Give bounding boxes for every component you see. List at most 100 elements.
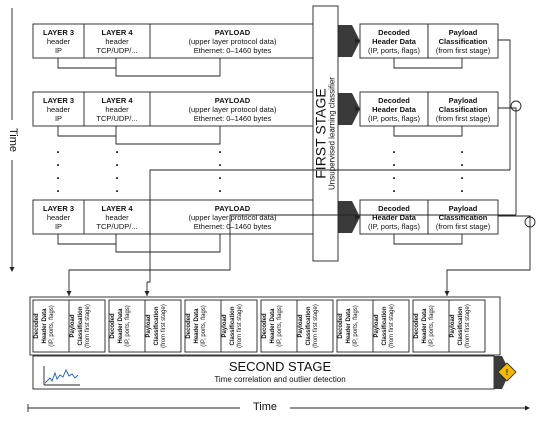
ellipsis-dot: .	[460, 181, 464, 195]
group-3-classification-cell-line3: (from first stage)	[237, 304, 243, 348]
group-5-classification-cell-title: Payload	[374, 314, 380, 338]
time-axis-horizontal-label: Time	[240, 401, 290, 414]
group-2-classification-cell-line2: Classification	[153, 306, 160, 346]
row-2-output-arrow	[338, 93, 360, 125]
row-3-classification-cell-line3: (from first stage)	[435, 222, 491, 231]
row-2-payload-cell-title: PAYLOAD	[214, 96, 251, 105]
route-row2-right	[498, 107, 517, 215]
alert-diamond-icon	[497, 362, 517, 382]
ellipsis-dot: .	[392, 168, 396, 182]
ellipsis-dot: .	[392, 155, 396, 169]
row-1-layer3-cell-line2: header	[46, 37, 71, 46]
group-1-classification-cell-line3: (from first stage)	[85, 304, 91, 348]
group-3-decoded-cell-title: Decoded	[186, 313, 192, 339]
row-1-payload-cell: PAYLOAD(upper layer protocol data)Ethern…	[150, 28, 315, 62]
row-1-payload-cell-title: PAYLOAD	[214, 28, 251, 37]
row-3-layer4-cell-line3: TCP/UDP/...	[96, 222, 138, 231]
row-1-layer3-cell-line3: IP	[54, 46, 63, 55]
row-2-layer4-cell-line2: header	[105, 105, 129, 114]
row-1-layer3-cell-title: LAYER 3	[43, 28, 74, 37]
second-stage-title: SECOND STAGE	[228, 359, 332, 374]
ellipsis-dot: .	[115, 142, 119, 156]
ellipsis-dot: .	[218, 155, 222, 169]
row-2-result-bracket	[393, 126, 463, 137]
row-1-classification-frame	[427, 23, 499, 59]
arrow-into-group-6	[444, 291, 450, 296]
row-2-payload-cell-line3: Ethernet: 0–1460 bytes	[193, 114, 272, 123]
arrow-row1-in	[355, 38, 360, 44]
group-2-decoded-cell-title: Decoded	[110, 313, 116, 339]
row-2-payload-link	[115, 126, 221, 145]
group-1-classification-cell-title: Payload	[70, 314, 76, 338]
group-2-classification-cell-line3: (from first stage)	[161, 304, 167, 348]
row-3-payload-cell-line2: (upper layer protocol data)	[188, 213, 277, 222]
second-stage-box	[32, 355, 495, 390]
time-axis-vertical-arrowhead	[9, 267, 15, 272]
ellipsis-dot: .	[115, 155, 119, 169]
route-row2-to-group1	[68, 214, 516, 296]
ellipsis-dot: .	[392, 142, 396, 156]
group-4-classification-cell-title: Payload	[298, 314, 304, 338]
row-1-classification-cell-title: Payload	[448, 28, 478, 37]
group-1-classification-cell-line2: Classification	[77, 306, 84, 346]
row-1-payload-cell-line2: (upper layer protocol data)	[188, 37, 277, 46]
first-stage-box	[312, 5, 339, 262]
row-3-classification-cell-line2: Classification	[438, 213, 488, 222]
group-1-decoded-cell-title: Decoded	[34, 313, 40, 339]
group-3-classification-cell-title: Payload	[222, 314, 228, 338]
row-3-classification-cell-title: Payload	[448, 204, 478, 213]
group-2-decoded-cell-line3: (IP, ports, flags)	[125, 305, 131, 347]
ellipsis-dot: .	[56, 181, 60, 195]
group-5-classification-cell-line3: (from first stage)	[389, 304, 395, 348]
route-loop-1	[510, 100, 522, 112]
first-stage-subtitle: Unsupervised learning classifier	[327, 76, 336, 190]
row-3-payload-cell-title: PAYLOAD	[214, 204, 251, 213]
row-3-layer3-cell-line2: header	[46, 213, 71, 222]
row-2-layer3-cell-line3: IP	[54, 114, 63, 123]
group-3-decoded-cell-line2: Header Data	[193, 308, 200, 344]
row-1-layer4-cell-title: LAYER 4	[101, 28, 133, 37]
group-2-classification-cell-title: Payload	[146, 314, 152, 338]
row-2-packet-frame	[32, 91, 316, 127]
time-axis-vertical-label: Time	[5, 120, 19, 160]
group-6-classification-cell-title: Payload	[450, 314, 456, 338]
group-5-decoded-cell-line2: Header Data	[345, 308, 352, 344]
arrow-row3-in	[355, 214, 360, 220]
ellipsis-dot: .	[218, 181, 222, 195]
route-loop-2	[524, 216, 536, 228]
arrow-into-group-1	[66, 291, 72, 296]
group-6-classification-cell-line3: (from first stage)	[465, 304, 471, 348]
row-2-decoded-cell-line2: Header Data	[372, 105, 416, 114]
row-3-header-bracket	[57, 234, 117, 245]
waveform-chart-icon	[44, 368, 79, 384]
row-1-payload-link	[115, 58, 221, 77]
group-4-classification-cell-line2: Classification	[305, 306, 312, 346]
ellipsis-dot: .	[115, 168, 119, 182]
row-1-classification-cell-line3: (from first stage)	[435, 46, 491, 55]
group-5-decoded-cell-title: Decoded	[338, 313, 344, 339]
row-2-payload-cell-line2: (upper layer protocol data)	[188, 105, 277, 114]
row-2-classification-cell-line3: (from first stage)	[435, 114, 491, 123]
row-3-decoded-cell-line3: (IP, ports, flags)	[368, 222, 420, 231]
group-1-decoded-cell-line2: Header Data	[41, 308, 48, 344]
ellipsis-dot: .	[392, 181, 396, 195]
group-4-decoded-cell-line3: (IP, ports, flags)	[277, 305, 283, 347]
row-3-payload-link	[115, 234, 221, 253]
group-3-classification-cell-line2: Classification	[229, 306, 236, 346]
row-1-payload-cell-line3: Ethernet: 0–1460 bytes	[193, 46, 272, 55]
